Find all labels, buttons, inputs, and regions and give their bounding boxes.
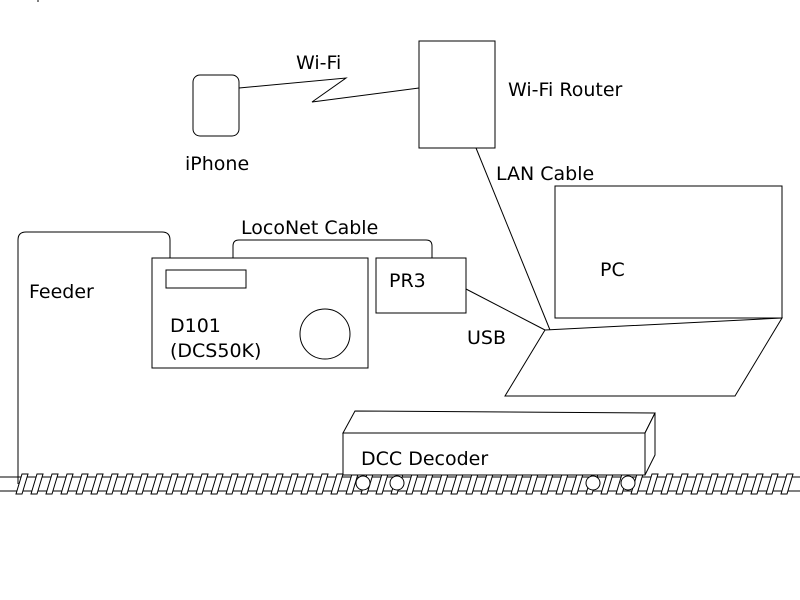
lan-cable bbox=[475, 147, 551, 331]
d101-label-line1: D101 bbox=[170, 315, 221, 337]
pc-screen bbox=[554, 185, 783, 319]
loconet-cable-label: LocoNet Cable bbox=[241, 217, 378, 239]
d101-throttle-knob bbox=[299, 308, 351, 360]
wifi-router bbox=[418, 40, 496, 149]
track-ties bbox=[15, 473, 794, 495]
track-tie bbox=[690, 473, 704, 495]
feeder-label: Feeder bbox=[29, 281, 94, 303]
usb-cable bbox=[465, 288, 546, 331]
track-tie bbox=[225, 473, 239, 495]
locomotive-wheel bbox=[355, 475, 371, 491]
track-tie bbox=[45, 473, 59, 495]
track-tie bbox=[180, 473, 194, 495]
d101-display-window bbox=[165, 269, 247, 289]
track-tie bbox=[75, 473, 89, 495]
usb-label: USB bbox=[467, 327, 506, 349]
pr3-device bbox=[375, 257, 467, 314]
track-tie bbox=[660, 473, 674, 495]
track-tie bbox=[720, 473, 734, 495]
pr3-label: PR3 bbox=[389, 270, 426, 292]
track-tie bbox=[735, 473, 749, 495]
lan-cable-label: LAN Cable bbox=[496, 163, 594, 185]
track-tie bbox=[90, 473, 104, 495]
track-tie bbox=[705, 473, 719, 495]
d101-label-line2: (DCS50K) bbox=[170, 340, 261, 362]
track-tie bbox=[645, 473, 659, 495]
iphone-label: iPhone bbox=[185, 153, 249, 175]
track-tie bbox=[105, 473, 119, 495]
iphone-device bbox=[192, 74, 240, 137]
track-tie bbox=[150, 473, 164, 495]
locomotive-body bbox=[342, 432, 646, 476]
track-tie bbox=[210, 473, 224, 495]
wifi-router-label: Wi-Fi Router bbox=[508, 79, 623, 101]
loconet-cable bbox=[232, 239, 433, 258]
locomotive-wheel bbox=[585, 475, 601, 491]
locomotive-roof bbox=[342, 410, 656, 434]
track-tie bbox=[750, 473, 764, 495]
track-tie bbox=[330, 473, 344, 495]
track-tie bbox=[270, 473, 284, 495]
track-tie bbox=[780, 473, 794, 495]
wifi-link bbox=[238, 77, 420, 103]
track-tie bbox=[60, 473, 74, 495]
locomotive-wheel bbox=[620, 475, 636, 491]
track-tie bbox=[255, 473, 269, 495]
track-tie bbox=[240, 473, 254, 495]
track-tie bbox=[15, 473, 29, 495]
locomotive-wheel bbox=[389, 475, 405, 491]
track-tie bbox=[165, 473, 179, 495]
feeder-wire bbox=[17, 231, 171, 484]
track-tie bbox=[120, 473, 134, 495]
wifi-label: Wi-Fi bbox=[296, 52, 341, 74]
track-tie bbox=[675, 473, 689, 495]
pc-keyboard-base bbox=[504, 317, 783, 397]
track-tie bbox=[765, 473, 779, 495]
track-tie bbox=[135, 473, 149, 495]
track-tie bbox=[30, 473, 44, 495]
track-tie bbox=[300, 473, 314, 495]
track-tie bbox=[315, 473, 329, 495]
dcc-decoder-label: DCC Decoder bbox=[361, 448, 488, 470]
track-tie bbox=[195, 473, 209, 495]
track-tie bbox=[285, 473, 299, 495]
pc-label: PC bbox=[600, 259, 625, 281]
